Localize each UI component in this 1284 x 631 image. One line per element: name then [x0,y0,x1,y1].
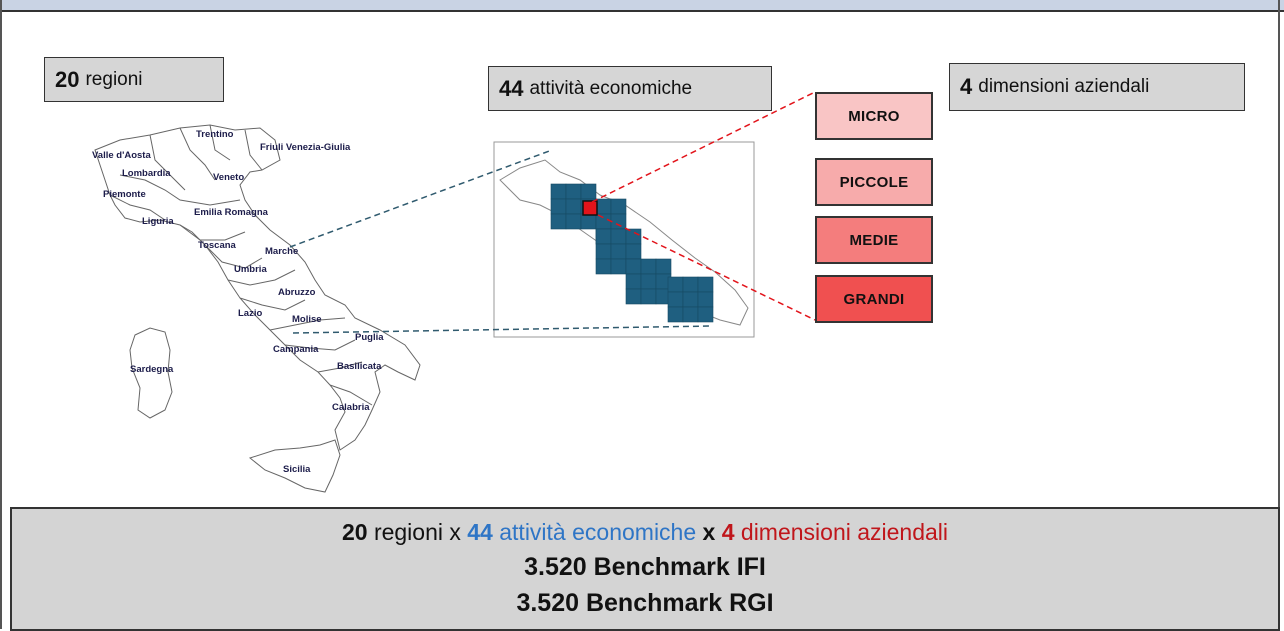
region-labels: Valle d'Aosta Trentino Friuli Venezia-Gi… [92,129,384,475]
grid-cell [682,306,699,323]
region-label: Piemonte [103,189,146,200]
grid-cell [565,183,582,200]
region-label: Sicilia [283,464,311,475]
grid-cell [610,198,627,215]
grid-cell [640,273,657,290]
size-box-grandi: GRANDI [815,275,933,323]
summary-benchmark-rgi: 3.520 Benchmark RGI [516,589,774,617]
highlighted-cell [582,200,598,216]
summary-activities-text: attività economiche [499,519,697,545]
grid-cell [667,291,684,308]
summary-regions-text: regioni x [373,519,461,545]
summary-sizes-text: dimensioni aziendali [740,519,949,545]
grid-cell [625,228,642,245]
region-label: Campania [273,344,319,355]
summary-activities-num: 44 [467,519,493,545]
region-label: Emilia Romagna [194,207,269,218]
grid-cell [697,276,714,293]
grid-cell [610,228,627,245]
grid-cell [682,276,699,293]
grid-cell [640,258,657,275]
region-label: Lazio [238,308,262,319]
region-label: Friuli Venezia-Giulia [260,142,351,153]
region-label: Basilicata [337,361,382,372]
summary-formula: 20 regioni x 44 attività economiche x 4 … [12,519,1278,546]
regions-label: regioni [85,68,143,90]
summary-box: 20 regioni x 44 attività economiche x 4 … [10,507,1280,631]
header-band [0,0,1284,12]
region-label: Umbria [234,264,267,275]
grid-cell [595,213,612,230]
activity-grid [550,183,714,323]
grid-cell [595,228,612,245]
grid-cell [580,183,597,200]
grid-cell [667,276,684,293]
grid-cell [697,291,714,308]
grid-cell [697,306,714,323]
grid-cell [550,213,567,230]
regions-count-box: 20 regioni [44,57,224,102]
grid-cell [595,243,612,260]
grid-cell [580,213,597,230]
region-label: Molise [292,314,322,325]
summary-benchmark-ifi: 3.520 Benchmark IFI [524,553,766,581]
sizes-count: 4 [960,74,973,99]
grid-cell [625,258,642,275]
region-label: Calabria [332,402,370,413]
grid-cell [595,258,612,275]
region-label: Trentino [196,129,234,140]
regions-count: 20 [55,66,80,92]
activities-count: 44 [499,75,524,101]
sizes-count-box: 4 dimensioni aziendali [949,63,1245,111]
sardinia-outline [129,327,173,419]
region-label: Veneto [213,172,244,183]
grid-cell [565,198,582,215]
sizes-label: dimensioni aziendali [978,76,1150,97]
activities-count-box: 44 attività economiche [488,66,772,111]
sicily-outline [248,439,341,493]
grid-cell [610,258,627,275]
grid-cell [625,273,642,290]
grid-cell [655,258,672,275]
region-label: Lombardia [122,168,171,179]
region-label: Abruzzo [278,287,316,298]
region-label: Puglia [355,332,384,343]
connector-line-top [591,91,816,203]
region-label: Toscana [198,240,237,251]
grid-cell [550,183,567,200]
grid-cell [667,306,684,323]
region-label: Marche [265,246,298,257]
region-label: Valle d'Aosta [92,150,151,161]
region-label: Sardegna [130,364,174,375]
activities-label: attività economiche [529,77,693,99]
size-box-micro: MICRO [815,92,933,140]
size-box-piccole: PICCOLE [815,158,933,206]
italy-outline [94,124,421,451]
grid-cell [625,288,642,305]
grid-cell [640,288,657,305]
inset-map-outline [499,159,749,326]
grid-cell [550,198,567,215]
connector-line-bottom [597,214,816,321]
grid-cell [595,198,612,215]
grid-cell [610,213,627,230]
region-label: Liguria [142,216,174,227]
grid-cell [625,243,642,260]
summary-regions-num: 20 [341,519,368,545]
connector-line-marche [289,149,553,248]
grid-cell [565,213,582,230]
summary-x: x [702,519,716,545]
summary-sizes-num: 4 [721,519,735,545]
size-box-medie: MEDIE [815,216,933,264]
grid-cell [610,243,627,260]
grid-cell [682,291,699,308]
